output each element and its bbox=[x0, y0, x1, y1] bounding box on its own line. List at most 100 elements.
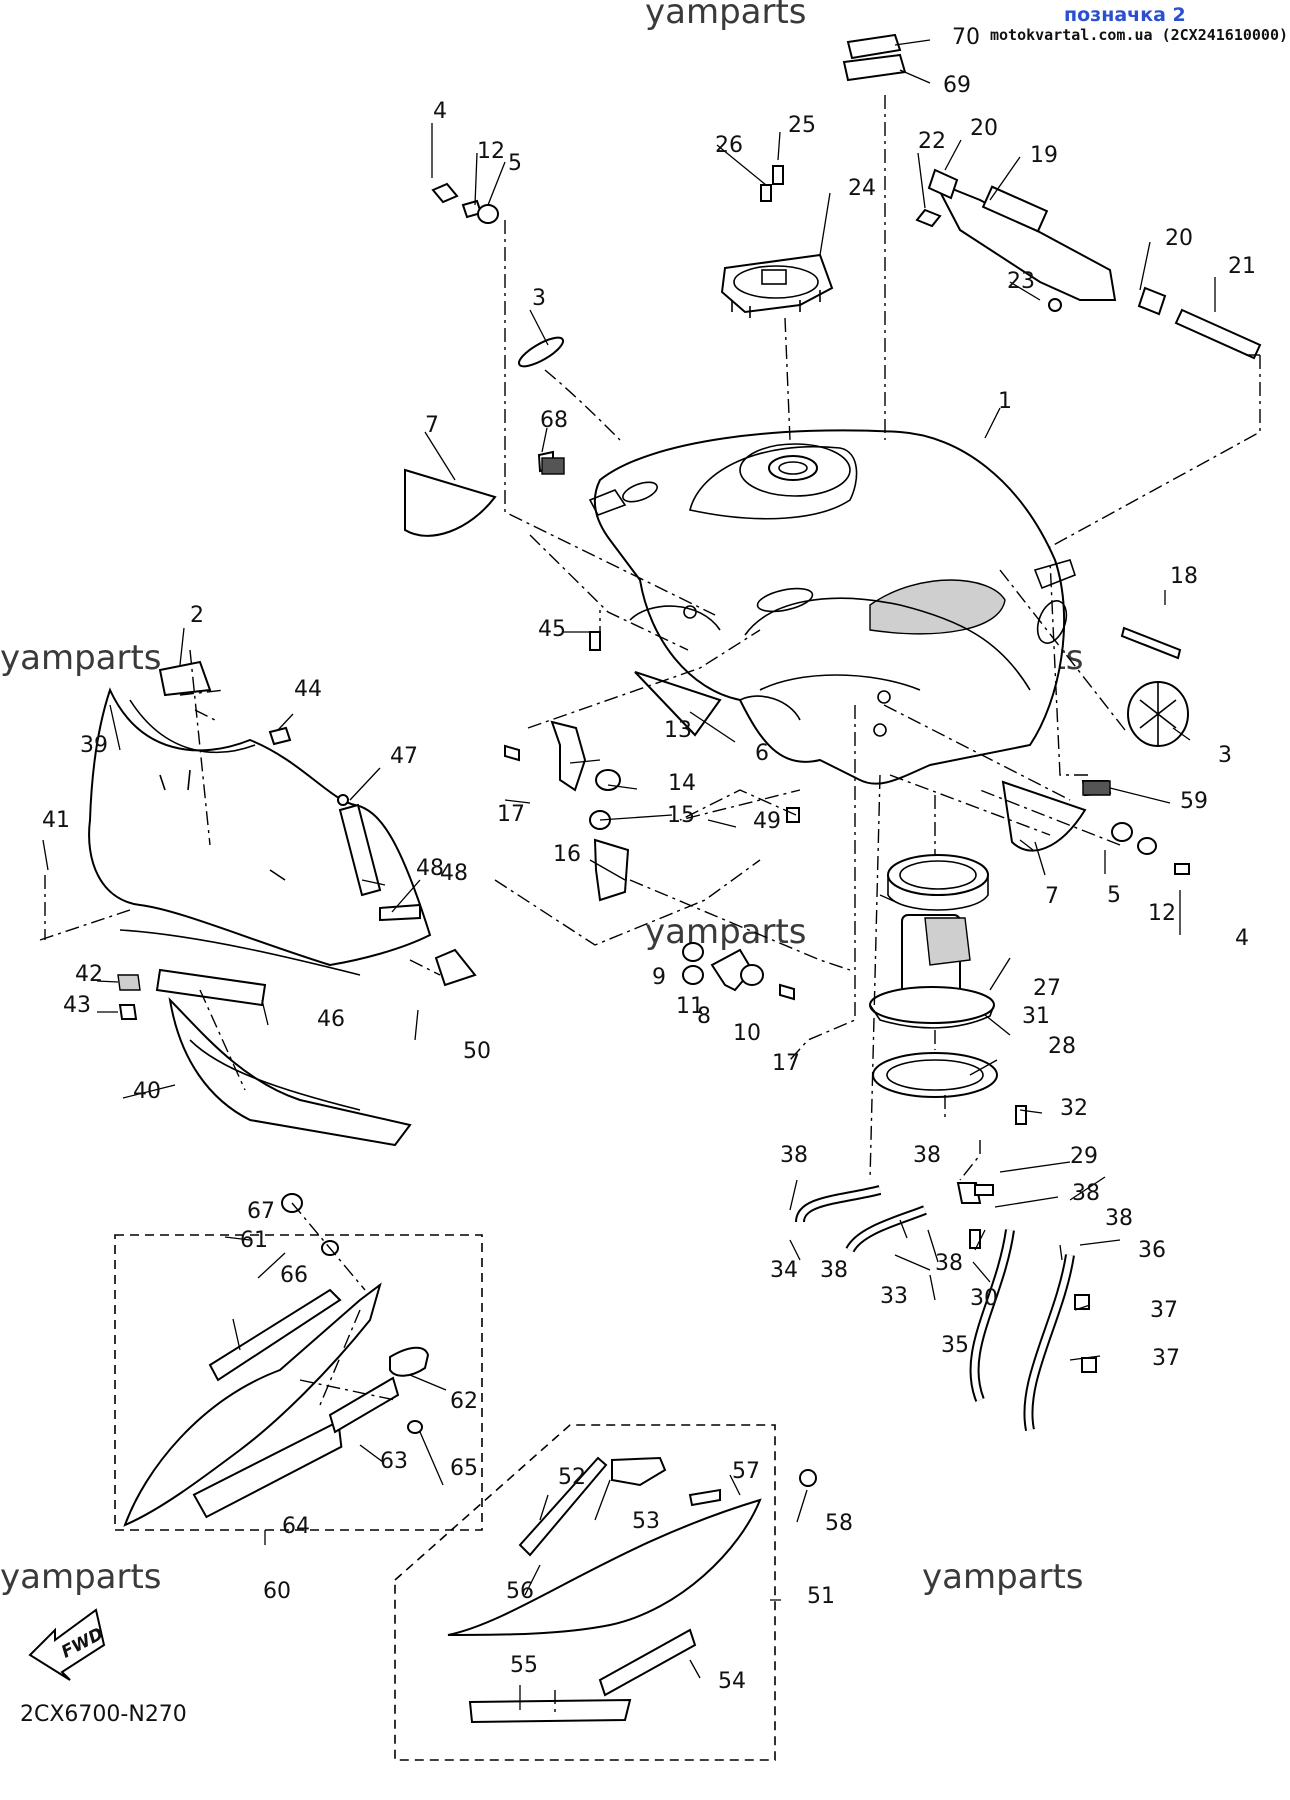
part-number-10: 10 bbox=[733, 1021, 761, 1046]
side-cover-box-60 bbox=[114, 1193, 483, 1531]
part-number-12: 12 bbox=[477, 139, 505, 164]
part-number-labels: 1233445567789101112121314151617171819202… bbox=[42, 25, 1256, 1694]
part-number-70: 70 bbox=[952, 25, 980, 50]
part-number-68: 68 bbox=[540, 408, 568, 433]
part-number-37: 37 bbox=[1152, 1346, 1180, 1371]
part-number-26: 26 bbox=[715, 133, 743, 158]
part-number-12: 12 bbox=[1148, 901, 1176, 926]
part-number-7: 7 bbox=[1045, 884, 1059, 909]
part-number-7: 7 bbox=[425, 413, 439, 438]
part-number-3: 3 bbox=[1218, 743, 1232, 768]
decals bbox=[404, 33, 1189, 852]
fuel-pump-assembly bbox=[869, 854, 1027, 1125]
part-number-6: 6 bbox=[755, 741, 769, 766]
part-number-61: 61 bbox=[240, 1228, 268, 1253]
upper-cowling bbox=[88, 660, 477, 1147]
part-number-20: 20 bbox=[1165, 226, 1193, 251]
part-number-47: 47 bbox=[390, 744, 418, 769]
part-number-48: 48 bbox=[440, 861, 468, 886]
part-number-8: 8 bbox=[697, 1004, 711, 1029]
part-number-63: 63 bbox=[380, 1449, 408, 1474]
watermark-right-lower: yamparts bbox=[922, 1557, 1084, 1597]
part-number-38: 38 bbox=[820, 1258, 848, 1283]
filler-cap-assembly bbox=[720, 165, 834, 318]
part-number-56: 56 bbox=[506, 1579, 534, 1604]
watermark-left-lower: yamparts bbox=[0, 1557, 162, 1597]
part-number-17: 17 bbox=[772, 1051, 800, 1076]
part-number-46: 46 bbox=[317, 1007, 345, 1032]
part-number-5: 5 bbox=[1107, 883, 1121, 908]
part-number-3: 3 bbox=[532, 286, 546, 311]
part-number-17: 17 bbox=[497, 802, 525, 827]
part-number-38: 38 bbox=[780, 1143, 808, 1168]
part-number-11: 11 bbox=[676, 994, 704, 1019]
part-number-2: 2 bbox=[190, 603, 204, 628]
part-number-49: 49 bbox=[753, 809, 781, 834]
part-number-9: 9 bbox=[652, 965, 666, 990]
part-number-38: 38 bbox=[1105, 1206, 1133, 1231]
side-cover-box-51 bbox=[394, 1424, 817, 1761]
callout-lines bbox=[42, 39, 1216, 1710]
watermark-top: yamparts bbox=[645, 0, 807, 32]
part-number-1: 1 bbox=[998, 389, 1012, 414]
part-number-53: 53 bbox=[632, 1509, 660, 1534]
part-number-43: 43 bbox=[63, 993, 91, 1018]
part-number-51: 51 bbox=[807, 1584, 835, 1609]
part-number-22: 22 bbox=[918, 129, 946, 154]
leader-lines bbox=[39, 95, 1261, 1181]
fuel-tank bbox=[588, 429, 1076, 785]
part-number-44: 44 bbox=[294, 677, 322, 702]
sender-assembly bbox=[915, 168, 1262, 360]
part-number-65: 65 bbox=[450, 1456, 478, 1481]
part-number-31: 31 bbox=[1022, 1004, 1050, 1029]
diagram-code: 2CX6700-N270 bbox=[20, 1702, 187, 1727]
page-label-link[interactable]: позначка 2 bbox=[1064, 4, 1186, 26]
part-number-69: 69 bbox=[943, 73, 971, 98]
part-number-30: 30 bbox=[970, 1286, 998, 1311]
part-number-35: 35 bbox=[941, 1333, 969, 1358]
small-hardware bbox=[431, 182, 1190, 1001]
part-number-32: 32 bbox=[1060, 1096, 1088, 1121]
part-number-39: 39 bbox=[80, 733, 108, 758]
part-number-37: 37 bbox=[1150, 1298, 1178, 1323]
part-number-50: 50 bbox=[463, 1039, 491, 1064]
part-number-60: 60 bbox=[263, 1579, 291, 1604]
part-number-38: 38 bbox=[935, 1251, 963, 1276]
part-number-20: 20 bbox=[970, 116, 998, 141]
part-number-16: 16 bbox=[553, 842, 581, 867]
part-number-40: 40 bbox=[133, 1079, 161, 1104]
part-number-23: 23 bbox=[1007, 269, 1035, 294]
site-and-code: motokvartal.com.ua (2CX241610000) bbox=[990, 26, 1289, 44]
part-number-4: 4 bbox=[433, 99, 447, 124]
watermark-middle: yamparts bbox=[645, 912, 807, 952]
part-number-19: 19 bbox=[1030, 143, 1058, 168]
part-number-33: 33 bbox=[880, 1284, 908, 1309]
part-number-41: 41 bbox=[42, 808, 70, 833]
part-number-38: 38 bbox=[1072, 1181, 1100, 1206]
part-number-4: 4 bbox=[1235, 926, 1249, 951]
part-number-21: 21 bbox=[1228, 254, 1256, 279]
part-number-42: 42 bbox=[75, 962, 103, 987]
part-number-34: 34 bbox=[770, 1258, 798, 1283]
part-number-24: 24 bbox=[848, 176, 876, 201]
watermark-left-upper: yamparts bbox=[0, 638, 162, 678]
part-number-14: 14 bbox=[668, 771, 696, 796]
part-number-67: 67 bbox=[247, 1199, 275, 1224]
part-number-27: 27 bbox=[1033, 976, 1061, 1001]
part-number-45: 45 bbox=[538, 617, 566, 642]
part-number-29: 29 bbox=[1070, 1144, 1098, 1169]
part-number-64: 64 bbox=[282, 1514, 310, 1539]
fwd-arrow: FWD bbox=[28, 1608, 107, 1681]
part-number-62: 62 bbox=[450, 1389, 478, 1414]
part-number-58: 58 bbox=[825, 1511, 853, 1536]
part-number-59: 59 bbox=[1180, 789, 1208, 814]
part-number-15: 15 bbox=[667, 803, 695, 828]
part-number-55: 55 bbox=[510, 1653, 538, 1678]
part-number-66: 66 bbox=[280, 1263, 308, 1288]
part-number-38: 38 bbox=[913, 1143, 941, 1168]
part-number-52: 52 bbox=[558, 1465, 586, 1490]
part-number-36: 36 bbox=[1138, 1238, 1166, 1263]
part-number-5: 5 bbox=[508, 151, 522, 176]
part-number-57: 57 bbox=[732, 1459, 760, 1484]
